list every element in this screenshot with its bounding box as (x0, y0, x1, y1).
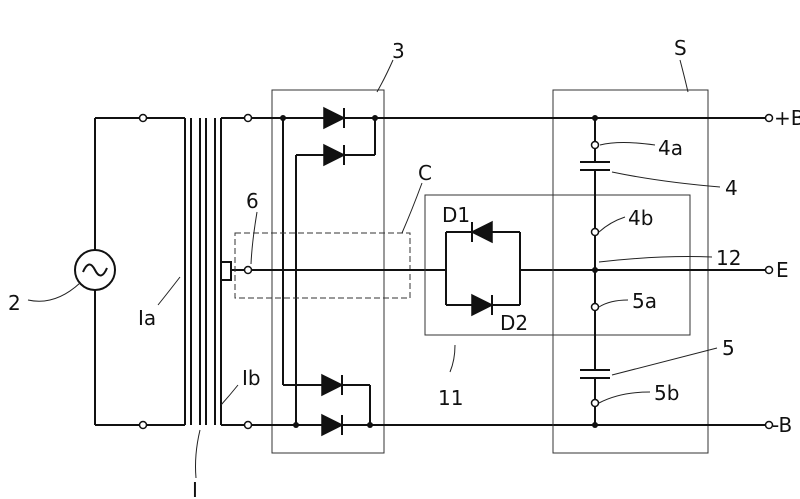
leader-lines (27, 59, 721, 479)
output-pos-terminal (764, 113, 774, 123)
block-c (234, 232, 411, 299)
secondary-terminal-bottom (243, 420, 253, 430)
label-diode-d2: D2 (500, 311, 528, 335)
ac-source-symbol (74, 249, 116, 291)
center-tap-terminal (243, 265, 253, 275)
label-output-earth: E (776, 258, 789, 282)
label-primary-winding: Ia (138, 306, 156, 330)
output-neg-terminal (764, 420, 774, 430)
block-s (552, 89, 709, 454)
label-rectifier: 3 (392, 39, 405, 63)
label-center-tap: 6 (246, 189, 259, 213)
terminal-5b-node (590, 398, 600, 408)
label-terminal-5b: 5b (654, 381, 679, 405)
capacitor-5 (580, 369, 610, 379)
label-terminal-4a: 4a (658, 136, 683, 160)
terminal-5a-node (590, 302, 600, 312)
output-wiring (375, 113, 774, 430)
rectifier-diode-1 (323, 106, 346, 130)
rectifier-diode-4 (321, 413, 344, 437)
terminal-4a-node (590, 140, 600, 150)
label-block-s: S (674, 36, 687, 60)
label-capacitor-4: 4 (725, 176, 738, 200)
terminal-4b-node (590, 227, 600, 237)
capacitor-4 (580, 161, 610, 171)
label-terminal-5a: 5a (632, 289, 657, 313)
block-11 (424, 194, 691, 336)
label-capacitor-5: 5 (722, 336, 735, 360)
rectifier-wiring (251, 115, 595, 428)
primary-terminal-bottom (138, 420, 148, 430)
secondary-circuit (221, 113, 253, 430)
label-ac-source: 2 (8, 291, 21, 315)
diode-d2 (471, 293, 494, 317)
output-earth-terminal (764, 265, 774, 275)
label-terminal-4b: 4b (628, 206, 653, 230)
label-secondary-winding: Ib (242, 366, 261, 390)
secondary-terminal-top (243, 113, 253, 123)
primary-terminal-top (138, 113, 148, 123)
transformer-core (184, 118, 222, 425)
rectifier-box (271, 89, 385, 454)
diode-d1 (470, 220, 493, 244)
label-diode-d1: D1 (442, 203, 470, 227)
label-output-neg: -B (772, 413, 792, 437)
diode-pair-wiring (445, 231, 595, 306)
rectifier-diode-2 (323, 143, 346, 167)
label-block-c: C (418, 161, 432, 185)
label-output-pos: +B (774, 106, 800, 130)
label-node-12: 12 (716, 246, 741, 270)
rectifier-diode-3 (321, 373, 344, 397)
primary-circuit (94, 113, 185, 430)
label-block-11: 11 (438, 386, 463, 410)
label-transformer: I (192, 478, 198, 499)
